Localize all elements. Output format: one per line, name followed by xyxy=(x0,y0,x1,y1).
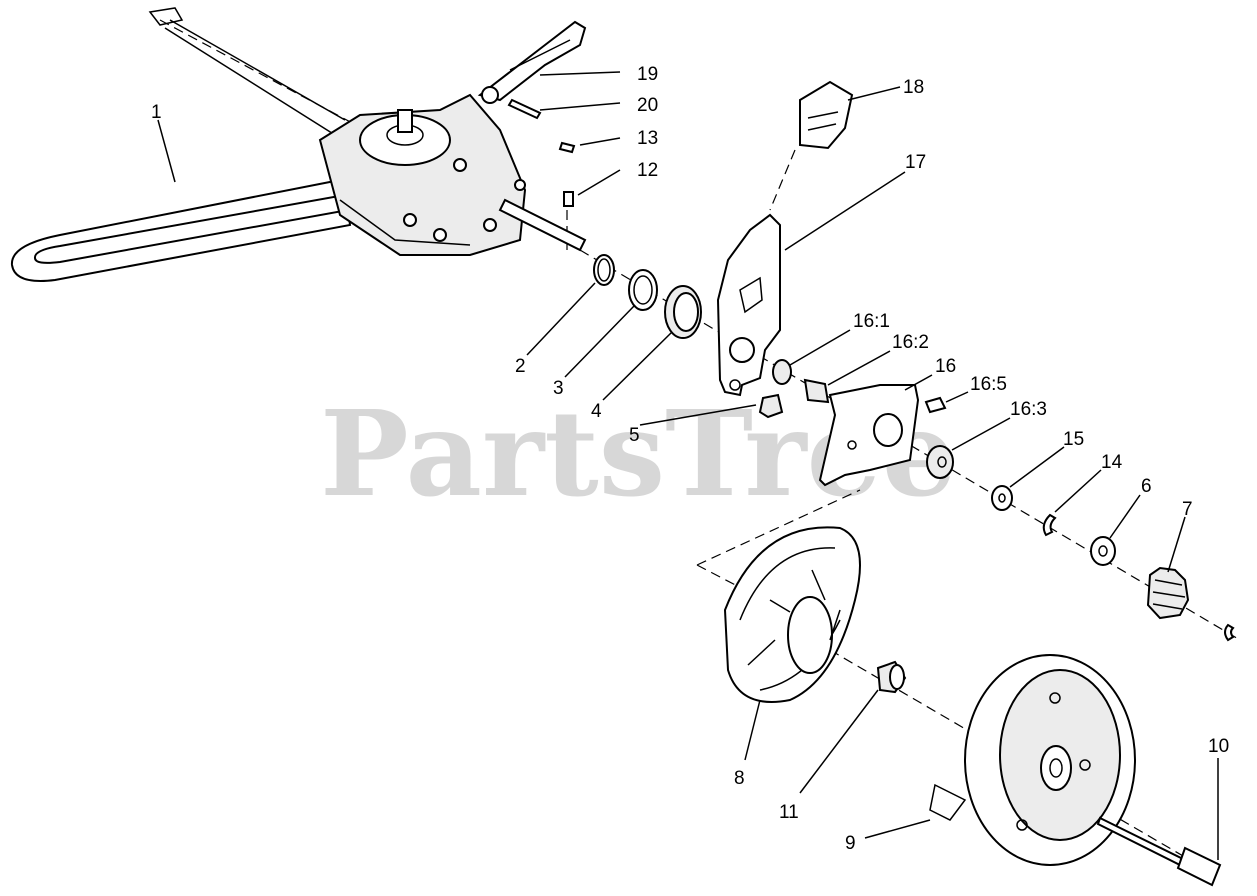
e-clip-end[interactable] xyxy=(1224,623,1235,642)
clip-part-14[interactable] xyxy=(1042,513,1057,537)
hubcap-part-8[interactable] xyxy=(723,526,861,703)
gear-part-7[interactable] xyxy=(1146,566,1190,620)
spacer-part-16-2[interactable] xyxy=(803,378,830,404)
callout-5: 5 xyxy=(629,425,640,446)
callout-15: 15 xyxy=(1063,429,1084,450)
pivot-bracket-part-16[interactable] xyxy=(818,384,920,487)
bushing-part-11[interactable] xyxy=(876,660,907,694)
callout-16-3: 16:3 xyxy=(1010,399,1047,420)
bearing-part-4[interactable] xyxy=(664,285,702,339)
callout-16: 16 xyxy=(935,356,956,377)
callout-1: 1 xyxy=(151,102,162,123)
callout-17: 17 xyxy=(905,152,926,173)
callout-16-2: 16:2 xyxy=(892,332,929,353)
spring-part-12[interactable] xyxy=(563,191,574,207)
transmission-gearbox[interactable] xyxy=(318,93,587,256)
callout-3: 3 xyxy=(553,378,564,399)
washer-part-3[interactable] xyxy=(628,269,658,311)
callout-13: 13 xyxy=(637,128,658,149)
height-bracket-part-17[interactable] xyxy=(716,213,781,397)
washer-part-15[interactable] xyxy=(991,485,1013,511)
retaining-ring-part-2[interactable] xyxy=(593,254,615,286)
callout-6: 6 xyxy=(1141,476,1152,497)
callout-9: 9 xyxy=(845,833,856,854)
drive-shaft-part-1[interactable] xyxy=(10,7,352,282)
callout-12: 12 xyxy=(637,160,658,181)
key-part-13[interactable] xyxy=(558,141,576,154)
callout-2: 2 xyxy=(515,356,526,377)
screw-part-16-5[interactable] xyxy=(924,396,947,414)
leader-lines xyxy=(157,71,1219,860)
pin-part-20[interactable] xyxy=(507,98,542,120)
washer-part-6[interactable] xyxy=(1090,536,1116,566)
callout-11: 11 xyxy=(779,802,799,823)
nut-part-5[interactable] xyxy=(758,393,784,419)
washer-part-16-3[interactable] xyxy=(926,445,954,479)
callout-20: 20 xyxy=(637,95,658,116)
shift-lever-part-19[interactable] xyxy=(477,20,587,104)
bushing-part-16-1[interactable] xyxy=(772,359,792,385)
knob-part-18[interactable] xyxy=(799,80,854,150)
callout-labels: 1 19 20 13 12 2 3 4 5 18 17 16:1 16:2 16… xyxy=(151,64,1229,854)
callout-14: 14 xyxy=(1101,452,1123,473)
callout-10: 10 xyxy=(1208,736,1229,757)
callout-16-5: 16:5 xyxy=(970,374,1007,395)
bolt-part-10[interactable] xyxy=(1096,816,1222,887)
callout-7: 7 xyxy=(1182,499,1193,520)
wheel-part-9[interactable] xyxy=(929,654,1136,866)
callout-19: 19 xyxy=(637,64,658,85)
callout-4: 4 xyxy=(591,401,602,422)
callout-18: 18 xyxy=(903,77,924,98)
callout-16-1: 16:1 xyxy=(853,311,890,332)
callout-8: 8 xyxy=(734,768,745,789)
